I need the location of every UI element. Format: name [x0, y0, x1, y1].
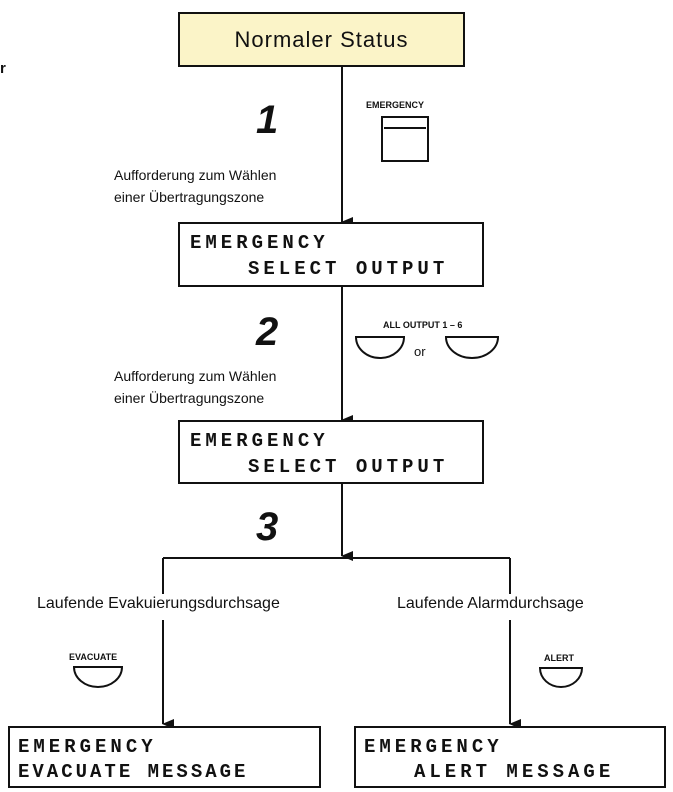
branch-left-label: Laufende Evakuierungsdurchsage	[37, 595, 280, 612]
step1-note-line2: einer Übertragungszone	[114, 189, 265, 205]
step-number-1: 1	[256, 98, 279, 142]
output-1-6-key-icon	[444, 336, 500, 359]
step1-note-line1: Aufforderung zum Wählen	[114, 167, 277, 183]
branch-right-label: Laufende Alarmdurchsage	[397, 595, 584, 612]
display1-line1: EMERGENCY	[190, 232, 329, 254]
alert-display-line2: ALERT MESSAGE	[414, 761, 615, 783]
evacuate-key-icon	[72, 666, 124, 688]
step-number-2: 2	[256, 310, 279, 354]
step2-note-line2: einer Übertragungszone	[114, 390, 265, 406]
evacuate-key-label: EVACUATE	[69, 652, 118, 662]
display-select-output-1: EMERGENCY SELECT OUTPUT	[178, 222, 484, 287]
emergency-key-icon	[381, 116, 429, 162]
alert-display-line1: EMERGENCY	[364, 736, 503, 758]
alert-key-label: ALERT	[544, 653, 574, 663]
side-mark: r	[0, 60, 6, 77]
all-output-key-icon	[354, 336, 406, 359]
display-alert-message: EMERGENCY ALERT MESSAGE	[354, 726, 666, 788]
alert-key-icon	[538, 667, 584, 688]
evacuate-display-line2: EVACUATE MESSAGE	[18, 761, 249, 783]
display2-line2: SELECT OUTPUT	[248, 456, 449, 478]
step1-note: Aufforderung zum Wählen einer Übertragun…	[114, 164, 276, 208]
display-select-output-2: EMERGENCY SELECT OUTPUT	[178, 420, 484, 484]
evacuate-display-line1: EMERGENCY	[18, 736, 157, 758]
step2-note-line1: Aufforderung zum Wählen	[114, 368, 277, 384]
or-text: or	[414, 344, 426, 359]
display1-line2: SELECT OUTPUT	[248, 258, 449, 280]
normal-status-box: Normaler Status	[178, 12, 465, 67]
step2-note: Aufforderung zum Wählen einer Übertragun…	[114, 365, 276, 409]
step-number-3: 3	[256, 505, 279, 549]
display2-line1: EMERGENCY	[190, 430, 329, 452]
all-output-key-label: ALL OUTPUT 1 – 6	[383, 320, 463, 330]
emergency-key-label: EMERGENCY	[366, 100, 425, 110]
display-evacuate-message: EMERGENCY EVACUATE MESSAGE	[8, 726, 321, 788]
